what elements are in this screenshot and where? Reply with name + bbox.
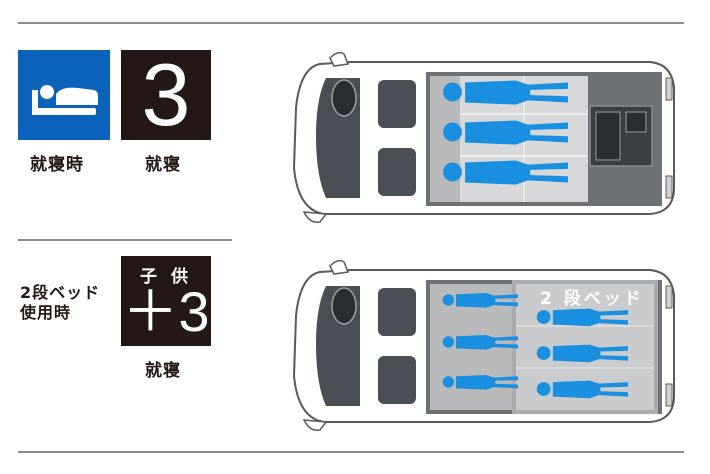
sleeping-person-icon <box>32 85 98 115</box>
van-layout-sleeping <box>292 51 675 224</box>
van-layout-bunk <box>292 259 675 432</box>
child-count: ＋3 <box>122 280 210 343</box>
sleep-count: 3 <box>141 45 191 144</box>
bunk-bed-label: 2 段ベッド <box>540 289 644 309</box>
child-count-badge: 子 供 ＋3 <box>121 256 211 346</box>
sleeping-badge <box>18 50 110 140</box>
child-badge-title: 子 供 <box>140 267 192 287</box>
sleep-count-badge: 3 <box>121 50 211 140</box>
bunk-mode-label: 2段ベッド 使用時 <box>20 283 100 323</box>
middle-divider <box>18 239 232 241</box>
bunk-mode-label-line2: 使用時 <box>20 303 72 322</box>
bunk-mode-label-line1: 2段ベッド <box>20 283 101 302</box>
sleep-count-caption: 就寝 <box>145 155 181 175</box>
top-divider <box>18 22 684 24</box>
child-count-caption: 就寝 <box>145 361 181 381</box>
bottom-divider <box>18 451 684 453</box>
sleeping-caption: 就寝時 <box>30 155 84 175</box>
